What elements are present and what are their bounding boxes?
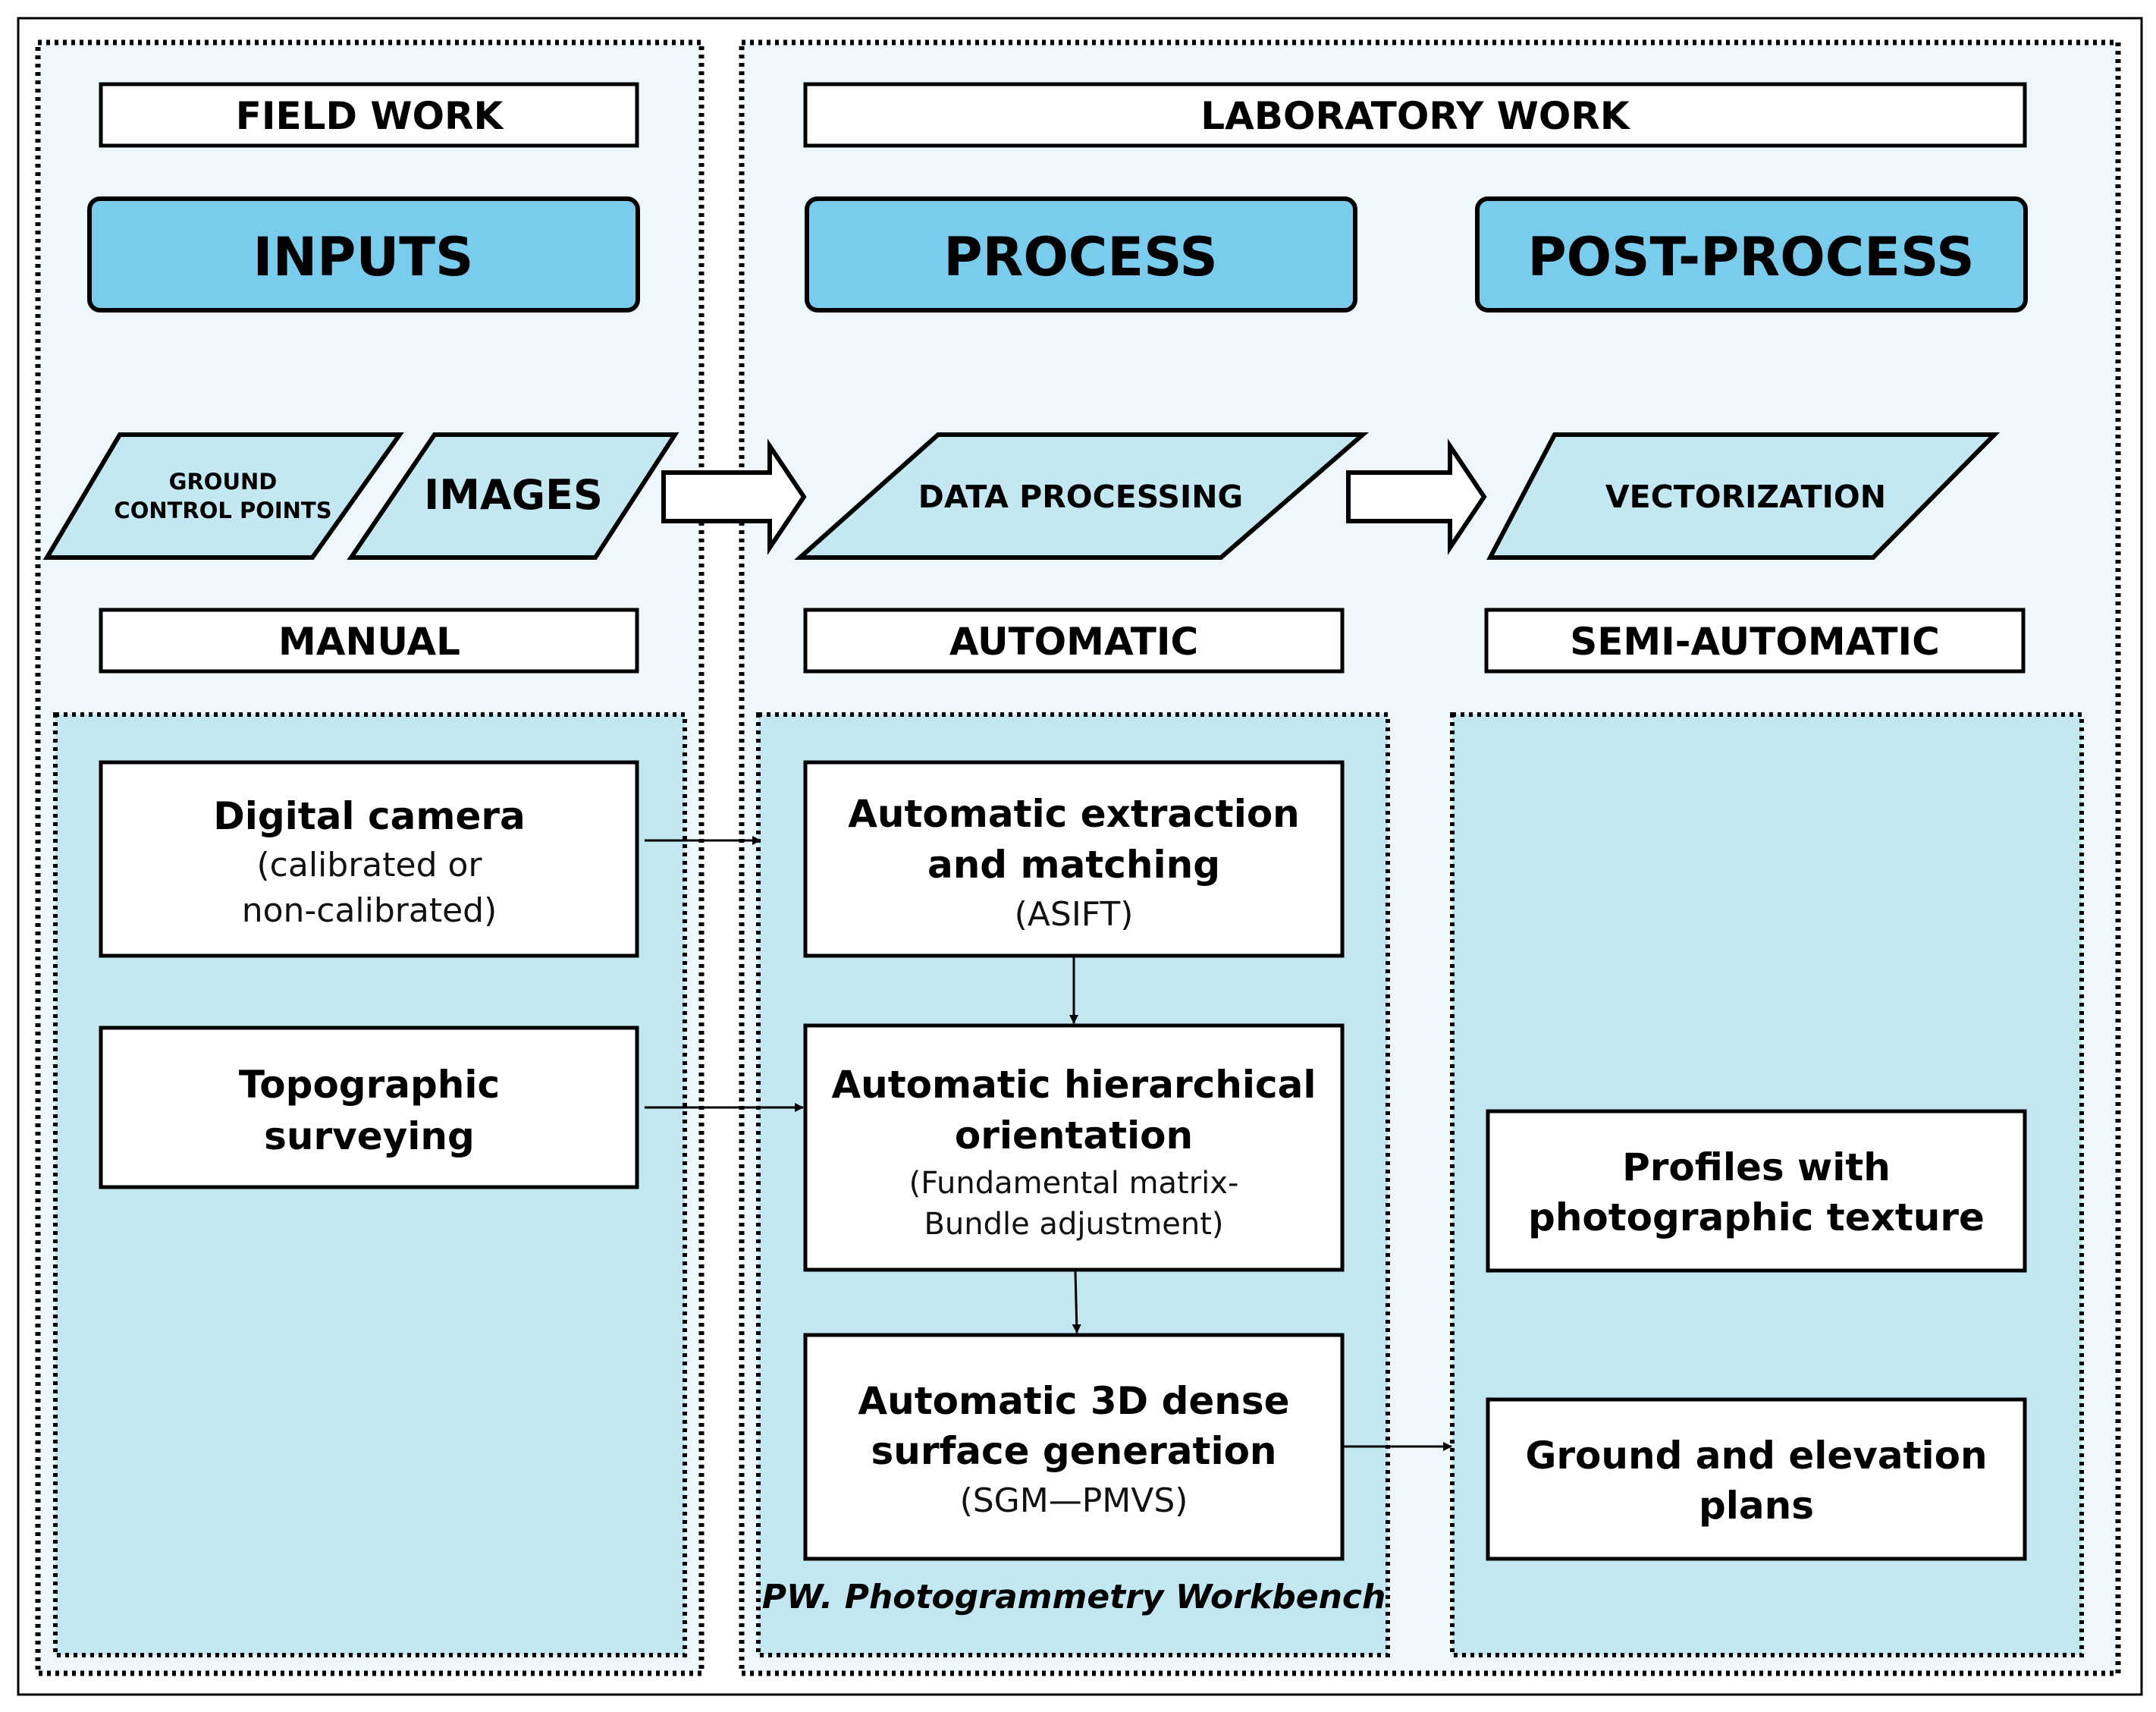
svg-text:CONTROL POINTS: CONTROL POINTS — [114, 498, 331, 523]
svg-text:Automatic 3D dense: Automatic 3D dense — [858, 1379, 1289, 1423]
images-to-processing-arrow — [661, 438, 807, 555]
svg-text:POST-PROCESS: POST-PROCESS — [1527, 226, 1974, 288]
digital-camera-box: Digital camera (calibrated or non-calibr… — [99, 760, 639, 958]
svg-text:DATA PROCESSING: DATA PROCESSING — [918, 479, 1243, 515]
svg-text:Automatic hierarchical: Automatic hierarchical — [831, 1063, 1316, 1107]
data-processing-shape: DATA PROCESSING — [794, 432, 1370, 560]
ground-control-points-shape: GROUND CONTROL POINTS — [42, 432, 404, 560]
svg-text:photographic texture: photographic texture — [1528, 1195, 1985, 1239]
ground-elevation-plans-box: Ground and elevation plans — [1486, 1397, 2027, 1561]
svg-text:PROCESS: PROCESS — [943, 226, 1218, 288]
svg-text:SEMI-AUTOMATIC: SEMI-AUTOMATIC — [1570, 620, 1940, 664]
dense-surface-box: Automatic 3D dense surface generation (S… — [803, 1333, 1345, 1561]
svg-text:(Fundamental matrix-: (Fundamental matrix- — [909, 1166, 1239, 1201]
vectorization-shape: VECTORIZATION — [1486, 432, 2001, 560]
svg-text:(SGM—PMVS): (SGM—PMVS) — [960, 1481, 1188, 1520]
laboratory-work-title: LABORATORY WORK — [803, 82, 2027, 148]
inputs-header: INPUTS — [87, 196, 640, 313]
svg-text:surveying: surveying — [264, 1114, 475, 1158]
svg-text:Profiles with: Profiles with — [1622, 1145, 1891, 1189]
svg-text:Topographic: Topographic — [239, 1063, 500, 1107]
semi-automatic-label: SEMI-AUTOMATIC — [1484, 608, 2026, 674]
svg-text:FIELD WORK: FIELD WORK — [236, 94, 505, 138]
processing-to-vectorization-arrow — [1346, 438, 1487, 555]
svg-text:Ground and elevation: Ground and elevation — [1525, 1434, 1987, 1478]
svg-text:IMAGES: IMAGES — [424, 471, 603, 519]
field-work-title: FIELD WORK — [99, 82, 639, 148]
extraction-matching-box: Automatic extraction and matching (ASIFT… — [803, 760, 1345, 958]
post-process-header: POST-PROCESS — [1475, 196, 2028, 313]
workbench-caption: PW. Photogrammetry Workbench — [762, 1578, 1386, 1616]
svg-text:Bundle adjustment): Bundle adjustment) — [924, 1207, 1223, 1242]
svg-text:Digital camera: Digital camera — [213, 794, 526, 838]
hierarchical-orientation-box: Automatic hierarchical orientation (Fund… — [803, 1023, 1345, 1272]
svg-text:plans: plans — [1699, 1484, 1814, 1528]
svg-text:MANUAL: MANUAL — [278, 620, 460, 664]
svg-text:(calibrated or: (calibrated or — [257, 846, 483, 884]
svg-text:LABORATORY WORK: LABORATORY WORK — [1200, 94, 1631, 138]
profiles-box: Profiles with photographic texture — [1486, 1109, 2027, 1273]
svg-text:and matching: and matching — [927, 843, 1220, 887]
svg-text:Automatic extraction: Automatic extraction — [848, 792, 1300, 836]
topographic-surveying-box: Topographic surveying — [99, 1026, 639, 1189]
orientation-to-dense-arrow — [1072, 1271, 1081, 1333]
svg-text:INPUTS: INPUTS — [253, 226, 474, 288]
svg-text:non-calibrated): non-calibrated) — [242, 891, 497, 930]
svg-text:(ASIFT): (ASIFT) — [1015, 895, 1134, 934]
svg-text:orientation: orientation — [955, 1114, 1193, 1158]
svg-text:AUTOMATIC: AUTOMATIC — [949, 620, 1198, 664]
automatic-label: AUTOMATIC — [803, 608, 1345, 674]
images-shape: IMAGES — [347, 432, 679, 560]
svg-text:VECTORIZATION: VECTORIZATION — [1605, 479, 1886, 515]
svg-text:GROUND: GROUND — [169, 469, 278, 495]
manual-label: MANUAL — [99, 608, 639, 674]
svg-text:surface generation: surface generation — [871, 1429, 1276, 1473]
process-header: PROCESS — [805, 196, 1357, 313]
